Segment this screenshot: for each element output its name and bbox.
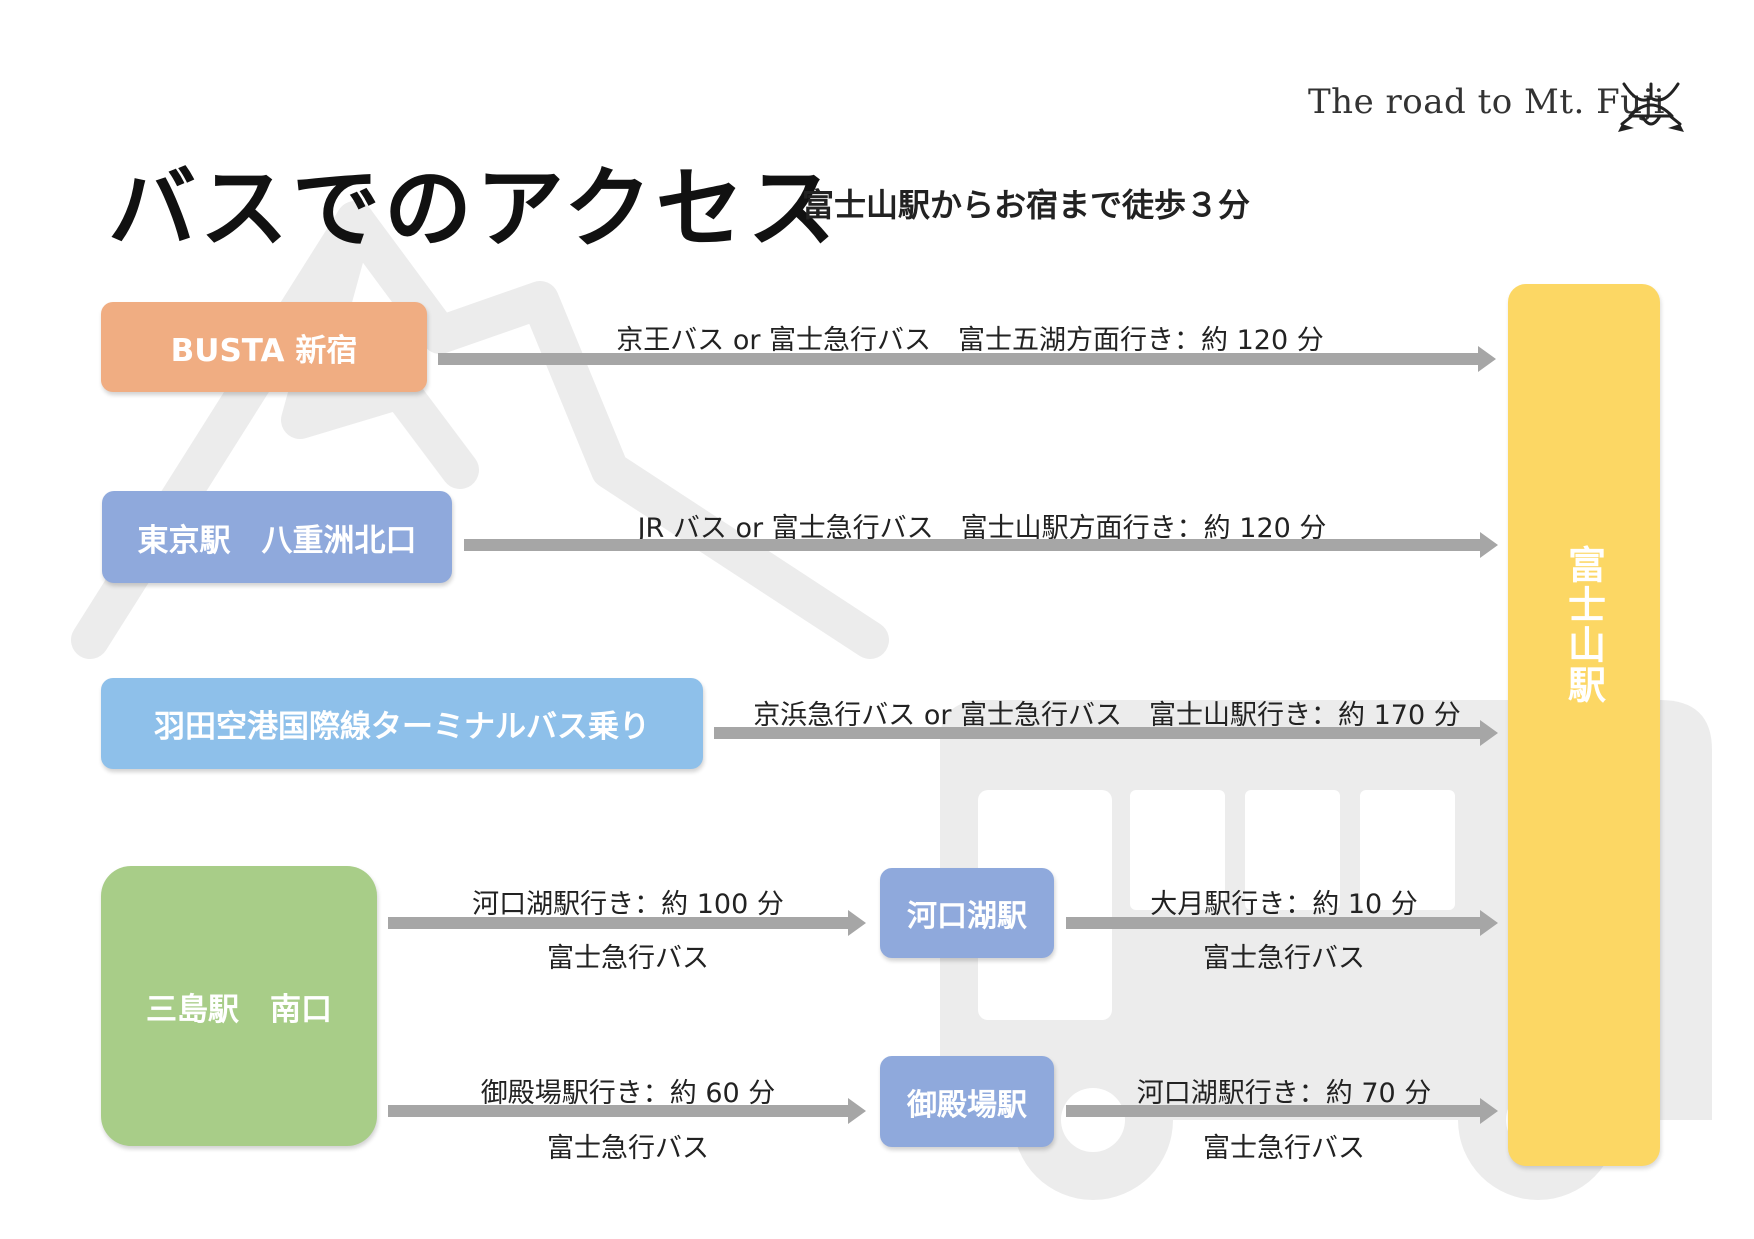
route-haneda-arrow [714,720,1498,746]
samurai-helmet-icon [1618,82,1684,132]
origin-tokyo-label: 東京駅 八重洲北口 [137,522,417,559]
route-tokyo-label: JR バス or 富士急行バス 富士山駅方面行き：約 120 分 [637,513,1327,544]
origin-haneda-label: 羽田空港国際線ターミナルバス乗り [154,709,650,745]
route-mishima-gotemba-operator: 富士急行バス [547,1133,709,1164]
origin-mishima-label: 三島駅 南口 [146,991,332,1028]
transfer-kawaguchiko-station: 河口湖駅 [880,868,1054,958]
route-tokyo-arrow [464,532,1498,558]
route-busta-arrow [438,346,1496,372]
route-gotemba-fuji-label: 河口湖駅行き：約 70 分 [1136,1078,1432,1109]
transfer-kawaguchiko-label: 河口湖駅 [907,899,1027,934]
route-haneda-label: 京浜急行バス or 富士急行バス 富士山駅行き：約 170 分 [753,700,1461,731]
route-mishima-gotemba-label: 御殿場駅行き：約 60 分 [480,1078,776,1109]
fujisan-station-box: 富士山駅 [1508,284,1660,1166]
route-mishima-kawaguchiko-label: 河口湖駅行き：約 100 分 [472,889,784,920]
page-title: バスでのアクセス [108,157,840,260]
origin-tokyo-station: 東京駅 八重洲北口 [102,491,452,583]
route-gotemba-fuji-operator: 富士急行バス [1203,1133,1365,1164]
transfer-gotemba-station: 御殿場駅 [880,1056,1054,1147]
fujisan-station-label: 富士山駅 [1561,545,1606,705]
route-kawaguchiko-fuji-operator: 富士急行バス [1203,943,1365,974]
origin-busta-label: BUSTA 新宿 [170,332,358,369]
page-subtitle: 富士山駅からお宿まで徒歩３分 [802,186,1251,224]
route-kawaguchiko-fuji-label: 大月駅行き：約 10 分 [1150,889,1418,920]
brand-text: The road to Mt. Fuji [1308,82,1666,122]
origin-busta-shinjuku: BUSTA 新宿 [101,302,427,392]
route-mishima-gotemba-arrow [388,1098,866,1124]
route-busta-label: 京王バス or 富士急行バス 富士五湖方面行き：約 120 分 [616,325,1324,356]
transfer-gotemba-label: 御殿場駅 [907,1087,1027,1123]
origin-mishima-station: 三島駅 南口 [101,866,377,1146]
route-mishima-kawaguchiko-arrow [388,910,866,936]
origin-haneda-airport: 羽田空港国際線ターミナルバス乗り [101,678,703,769]
route-kawaguchiko-fuji-arrow [1066,910,1498,936]
route-mishima-kawaguchiko-operator: 富士急行バス [547,943,709,974]
route-gotemba-fuji-arrow [1066,1098,1498,1124]
